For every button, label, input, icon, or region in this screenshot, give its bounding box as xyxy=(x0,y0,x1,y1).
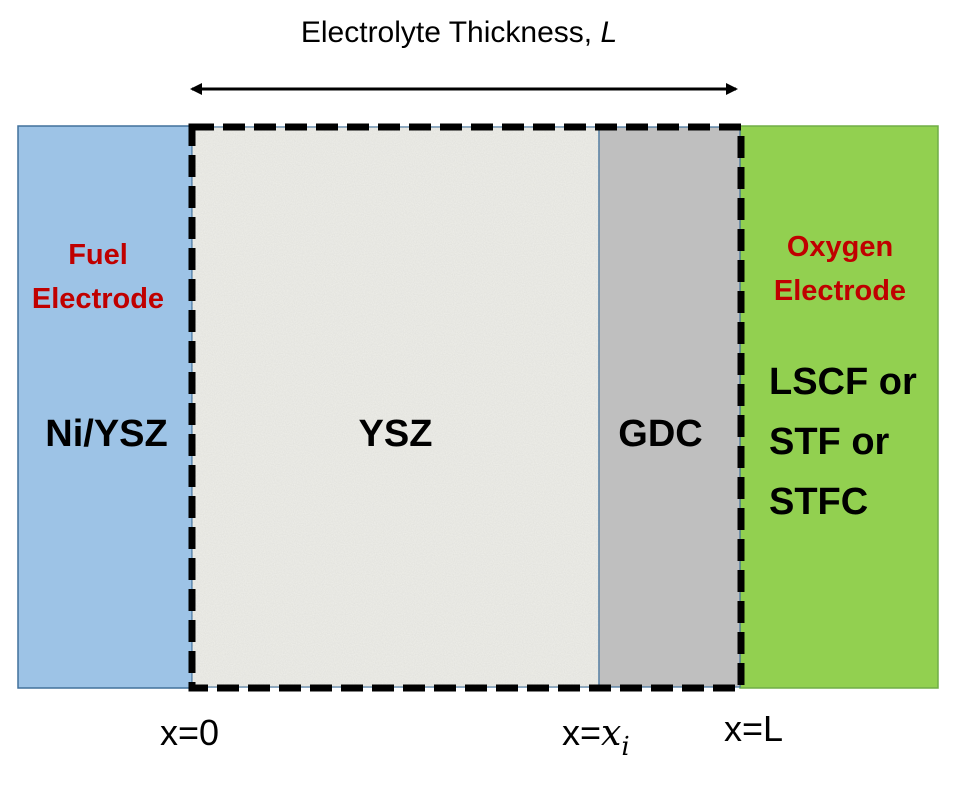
position-xL: x=L xyxy=(724,708,784,749)
gdc-label: GDC xyxy=(618,413,703,455)
fuel-electrode-label-line2: Electrode xyxy=(31,283,165,315)
oxygen-electrode-label-line2: Electrode xyxy=(773,275,907,307)
position-xi: x=xi xyxy=(562,712,630,762)
ysz-label: YSZ xyxy=(358,413,433,455)
ysz-texture xyxy=(192,127,599,687)
gdc-layer xyxy=(598,126,741,688)
position-xi-sub: i xyxy=(621,732,630,762)
position-xi-var: x xyxy=(601,713,622,754)
oxygen-electrode-label: Oxygen Electrode xyxy=(755,225,925,313)
oxygen-electrode-material: LSCF or STF or STFC xyxy=(769,352,917,532)
position-xi-prefix: x= xyxy=(562,712,602,753)
oxygen-material-line3: STFC xyxy=(769,481,869,523)
oxygen-material-line1: LSCF or xyxy=(769,361,917,403)
oxygen-electrode-layer xyxy=(739,125,939,689)
thickness-title-text: Electrolyte Thickness, xyxy=(300,16,601,49)
position-x0: x=0 xyxy=(160,712,220,753)
oxygen-material-line2: STF or xyxy=(769,421,890,463)
oxygen-electrode-label-line1: Oxygen xyxy=(786,231,894,263)
thickness-title: Electrolyte Thickness, L xyxy=(0,16,918,50)
thickness-variable: L xyxy=(600,16,618,49)
fuel-electrode-material: Ni/YSZ xyxy=(45,413,168,455)
fuel-electrode-label: Fuel Electrode xyxy=(18,233,178,321)
electrolyte-boundary xyxy=(188,123,745,692)
fuel-electrode-layer xyxy=(17,125,196,689)
fuel-electrode-label-line1: Fuel xyxy=(68,239,128,271)
